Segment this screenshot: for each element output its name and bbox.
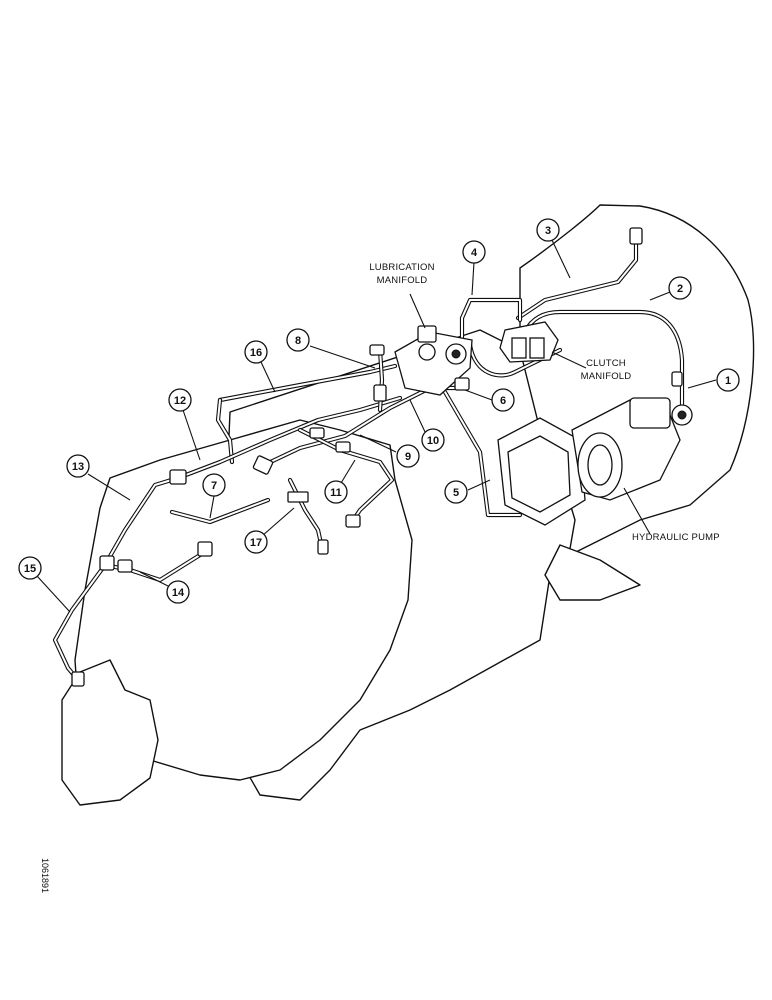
callout-2: 2: [668, 276, 692, 300]
callout-6: 6: [491, 388, 515, 412]
svg-text:16: 16: [250, 347, 262, 359]
rear-lower-lip: [544, 544, 641, 601]
svg-text:5: 5: [453, 487, 459, 499]
callout-1: 1: [716, 368, 740, 392]
svg-text:13: 13: [72, 461, 84, 473]
svg-text:3: 3: [545, 225, 551, 237]
callout-12: 12: [168, 388, 192, 412]
svg-text:17: 17: [250, 537, 262, 549]
svg-text:9: 9: [405, 451, 411, 463]
svg-text:11: 11: [330, 487, 342, 499]
hydraulic-pump-label: HYDRAULIC PUMP: [632, 532, 720, 543]
callout-8: 8: [286, 328, 310, 352]
svg-text:4: 4: [471, 247, 478, 259]
front-bell-flange: [61, 659, 159, 806]
fittings: [71, 227, 683, 687]
callout-14: 14: [166, 580, 190, 604]
clutch-manifold: [499, 321, 559, 363]
callout-9: 9: [396, 444, 420, 468]
callout-15: 15: [18, 556, 42, 580]
lubrication-manifold: [394, 325, 473, 396]
svg-text:1: 1: [725, 375, 731, 387]
callout-10: 10: [421, 428, 445, 452]
clutch-manifold-label-line2: MANIFOLD: [581, 371, 632, 382]
transmission-housing: [61, 204, 755, 806]
callout-17: 17: [244, 530, 268, 554]
svg-text:14: 14: [172, 587, 185, 599]
svg-text:7: 7: [211, 480, 217, 492]
lubrication-manifold-label-line1: LUBRICATION: [369, 262, 434, 273]
lubrication-manifold-label-line2: MANIFOLD: [377, 275, 428, 286]
svg-text:2: 2: [677, 283, 683, 295]
callouts: 1 2 3 4 5 6 7 8: [18, 218, 740, 604]
svg-text:10: 10: [427, 435, 439, 447]
svg-text:15: 15: [24, 563, 36, 575]
hydraulic-lines: [52, 235, 685, 683]
callout-11: 11: [324, 480, 348, 504]
svg-text:8: 8: [295, 335, 301, 347]
callout-5: 5: [444, 480, 468, 504]
leader-lines: [36, 239, 717, 613]
callout-7: 7: [202, 473, 226, 497]
svg-text:6: 6: [500, 395, 506, 407]
component-labels: LUBRICATION MANIFOLD CLUTCH MANIFOLD HYD…: [369, 262, 719, 543]
callout-4: 4: [462, 240, 486, 264]
document-id: 1061891: [40, 858, 50, 893]
clutch-manifold-label-line1: CLUTCH: [586, 358, 626, 369]
callout-16: 16: [244, 340, 268, 364]
svg-text:12: 12: [174, 395, 186, 407]
callout-3: 3: [536, 218, 560, 242]
callout-13: 13: [66, 454, 90, 478]
hydraulic-pump: [497, 397, 693, 526]
